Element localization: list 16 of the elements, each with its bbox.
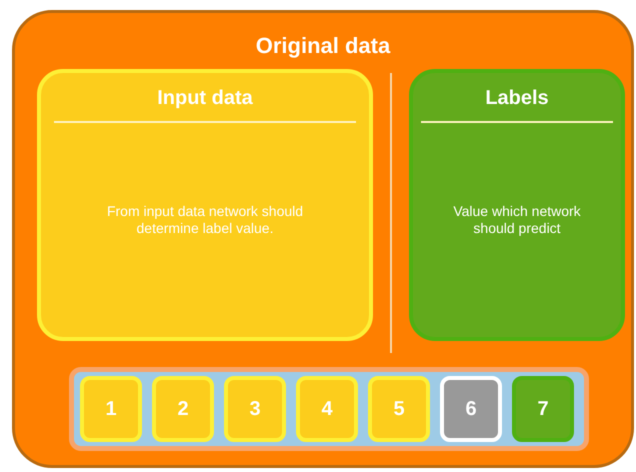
- panel-title: Original data: [254, 32, 392, 60]
- sequence-bar: [69, 367, 589, 451]
- card-heading: Labels: [485, 86, 549, 111]
- number-tile: 4: [296, 376, 358, 442]
- number-tile: 5: [368, 376, 430, 442]
- number-tile: 1: [80, 376, 142, 442]
- number-tile: 7: [512, 376, 574, 442]
- card-description: From input data network should determine label value.: [106, 203, 304, 237]
- category-card: [409, 69, 625, 341]
- number-tile: 2: [152, 376, 214, 442]
- card-heading: Input data: [157, 86, 253, 111]
- number-tile: 3: [224, 376, 286, 442]
- card-description: Value which network should predict: [452, 203, 582, 237]
- category-card: [37, 69, 373, 341]
- outer-panel: [12, 10, 634, 468]
- number-tile: 6: [440, 376, 502, 442]
